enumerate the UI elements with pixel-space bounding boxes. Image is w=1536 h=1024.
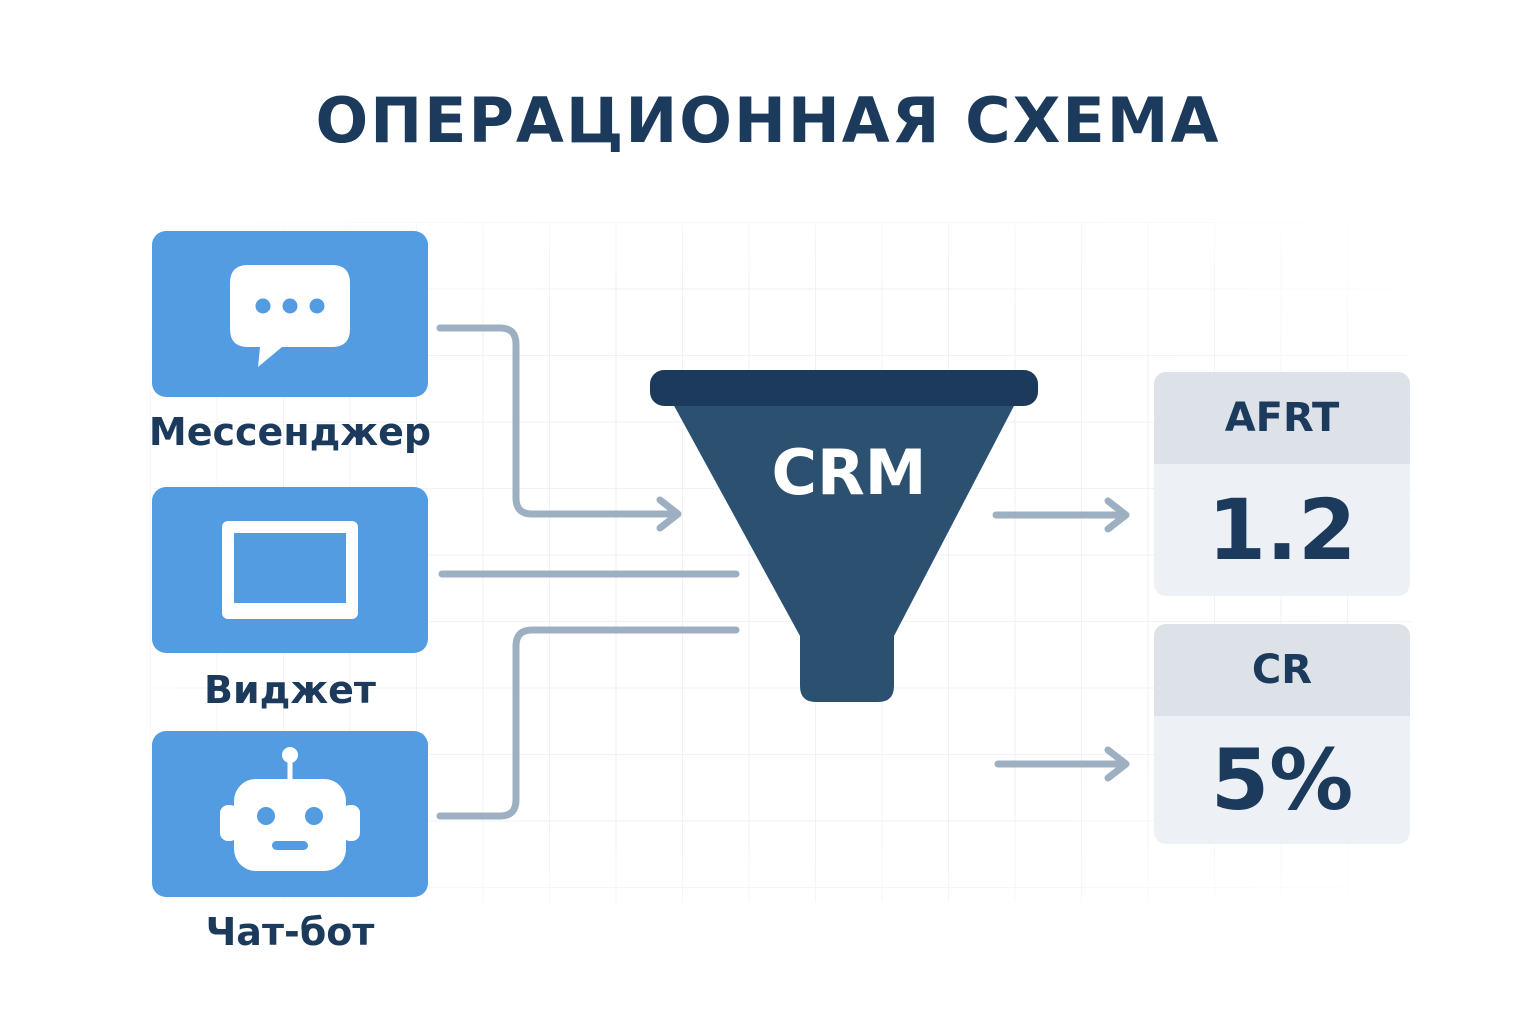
chat-bubble-icon <box>230 265 350 367</box>
source-card-messenger <box>152 231 428 397</box>
connector-messenger <box>436 324 680 518</box>
robot-icon <box>220 747 360 871</box>
connector-chatbot <box>436 626 740 820</box>
source-label-chatbot: Чат-бот <box>205 910 375 954</box>
crm-funnel <box>650 368 1038 704</box>
metric-name-cr: CR <box>1154 624 1410 716</box>
arrowhead-cr <box>1104 746 1130 782</box>
metric-card-cr: CR 5% <box>1154 624 1410 844</box>
arrowhead-afrt <box>1104 497 1130 533</box>
monitor-icon <box>222 521 358 619</box>
metric-name-afrt: AFRT <box>1154 372 1410 464</box>
crm-label: CRM <box>771 436 927 509</box>
source-card-widget <box>152 487 428 653</box>
source-card-chatbot <box>152 731 428 897</box>
metric-value-afrt: 1.2 <box>1207 481 1357 579</box>
source-label-messenger: Мессенджер <box>148 410 432 454</box>
metric-card-afrt: AFRT 1.2 <box>1154 372 1410 596</box>
diagram-title: ОПЕРАЦИОННАЯ СХЕМА <box>315 84 1221 157</box>
metric-value-cr: 5% <box>1210 731 1354 829</box>
source-label-widget: Виджет <box>204 668 376 712</box>
arrowhead-messenger <box>656 496 682 532</box>
funnel-icon <box>650 370 1038 702</box>
